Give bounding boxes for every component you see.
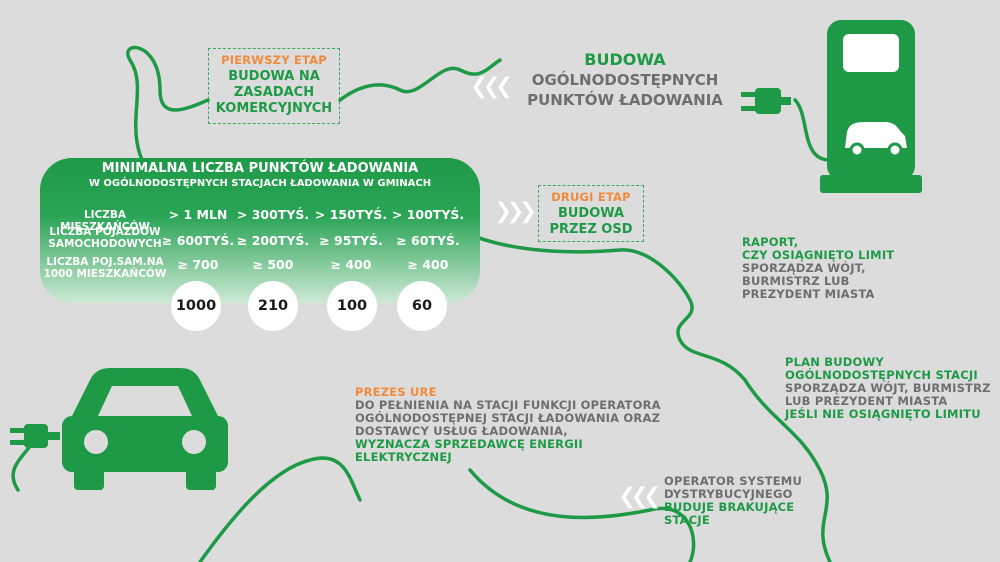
triple-chevron-icon: ❮❮❮ (470, 74, 513, 99)
ure-title: PREZES URE (355, 385, 437, 399)
triple-chevron-icon: ❮❮❮ (618, 484, 661, 509)
points-circle: 60 (397, 281, 447, 331)
ure-block: PREZES URE DO PEŁNIENIA NA STACJI FUNKCJ… (355, 386, 675, 464)
report-line4: BURMISTRZ LUB (742, 274, 850, 288)
row-label-ratio: LICZBA POJ.SAM.NA 1000 MIESZKAŃCÓW (40, 256, 170, 280)
vehicles-value: ≥ 200TYŚ. (236, 233, 310, 248)
ratio-value: ≥ 500 (252, 257, 294, 272)
triple-chevron-icon: ❯❯❯ (494, 199, 537, 224)
points-circle: 1000 (171, 281, 221, 331)
ure-line5: ELEKTRYCZNEJ (355, 450, 452, 464)
row-label-residents: LICZBA MIESZKAŃCÓW (60, 209, 150, 233)
residents-value: > 100TYŚ. (391, 207, 465, 222)
row-label-ratio-1: LICZBA POJ.SAM.NA (46, 256, 164, 268)
stage2-box: DRUGI ETAP BUDOWA PRZEZ OSD (538, 185, 644, 242)
points-table (40, 158, 480, 303)
vehicles-value: ≥ 60TYŚ. (396, 233, 460, 248)
plan-block: PLAN BUDOWY OGÓLNODOSTĘPNYCH STACJI SPOR… (785, 356, 995, 421)
stage2-line1: BUDOWA (557, 206, 625, 221)
ure-line4: WYZNACZA SPRZEDAWCĘ ENERGII (355, 437, 583, 451)
ratio-value: ≥ 400 (330, 257, 372, 272)
table-subtitle: W OGÓLNODOSTĘPNYCH STACJACH ŁADOWANIA W … (88, 178, 432, 189)
header-line1: BUDOWA (584, 50, 666, 69)
report-block: RAPORT, CZY OSIĄGNIĘTO LIMIT SPORZĄDZA W… (742, 236, 942, 301)
plan-line1: PLAN BUDOWY (785, 355, 884, 369)
stage2-title: DRUGI ETAP (551, 190, 631, 204)
header-line3: PUNKTÓW ŁADOWANIA (527, 91, 723, 109)
ratio-value: ≥ 700 (177, 257, 219, 272)
residents-value: > 150TYŚ. (314, 207, 388, 222)
row-label-vehicles-2: SAMOCHODOWYCH (48, 238, 162, 250)
header-block: BUDOWA OGÓLNODOSTĘPNYCH PUNKTÓW ŁADOWANI… (510, 50, 740, 110)
stage1-line2: ZASADACH (233, 85, 315, 100)
report-line3: SPORZĄDZA WÓJT, (742, 261, 866, 275)
ure-line2: OGÓLNODOSTĘPNEJ STACJI ŁADOWANIA ORAZ (355, 411, 661, 425)
stage2-line2: PRZEZ OSD (549, 222, 633, 237)
stage1-line1: BUDOWA NA (228, 69, 320, 84)
osd-line4: STACJE (664, 513, 710, 527)
osd-line2: DYSTRYBUCYJNEGO (664, 487, 793, 501)
ratio-value: ≥ 400 (407, 257, 449, 272)
row-label-vehicles-1: LICZBA POJAZDÓW (49, 226, 161, 238)
osd-block: OPERATOR SYSTEMU DYSTRYBUCYJNEGO BUDUJE … (664, 475, 814, 527)
ure-line1: DO PEŁNIENIA NA STACJI FUNKCJI OPERATORA (355, 398, 661, 412)
charging-station-icon (741, 20, 922, 193)
residents-value: > 300TYŚ. (236, 207, 310, 222)
vehicles-value: ≥ 95TYŚ. (319, 233, 383, 248)
row-label-ratio-2: 1000 MIESZKAŃCÓW (43, 268, 167, 280)
plan-line5: JEŚLI NIE OSIĄGNIĘTO LIMITU (785, 407, 981, 421)
osd-line1: OPERATOR SYSTEMU (664, 474, 802, 488)
residents-value: > 1 MLN (168, 207, 228, 222)
report-line2: CZY OSIĄGNIĘTO LIMIT (742, 248, 895, 262)
vehicles-value: ≥ 600TYŚ. (161, 233, 235, 248)
table-title: MINIMALNA LICZBA PUNKTÓW ŁADOWANIA (101, 161, 419, 176)
points-circle: 210 (248, 281, 298, 331)
stage1-box: PIERWSZY ETAP BUDOWA NA ZASADACH KOMERCY… (208, 48, 340, 124)
plan-line4: LUB PREZYDENT MIASTA (785, 394, 948, 408)
header-line2: OGÓLNODOSTĘPNYCH (531, 71, 719, 89)
ure-line3: DOSTAWCY USŁUG ŁADOWANIA, (355, 424, 568, 438)
plan-line2: OGÓLNODOSTĘPNYCH STACJI (785, 368, 978, 382)
osd-line3: BUDUJE BRAKUJĄCE (664, 500, 795, 514)
plan-line3: SPORZĄDZA WÓJT, BURMISTRZ (785, 381, 991, 395)
stage1-line3: KOMERCYJNYCH (215, 101, 333, 116)
car-icon (10, 368, 228, 490)
report-line5: PREZYDENT MIASTA (742, 287, 875, 301)
points-circle: 100 (327, 281, 377, 331)
report-line1: RAPORT, (742, 235, 799, 249)
stage1-title: PIERWSZY ETAP (221, 53, 327, 67)
row-label-vehicles: LICZBA POJAZDÓW SAMOCHODOWYCH (40, 226, 170, 250)
